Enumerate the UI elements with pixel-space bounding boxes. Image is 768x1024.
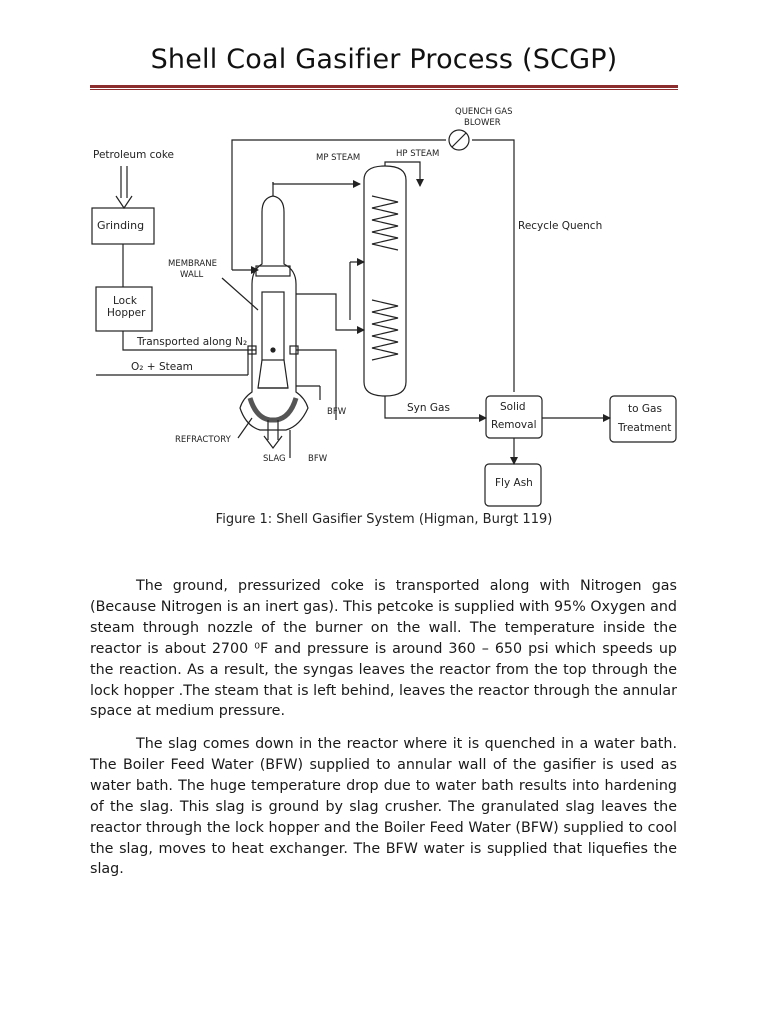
label-petroleum-coke: Petroleum coke bbox=[93, 149, 174, 161]
body-paragraph-2: The slag comes down in the reactor where… bbox=[90, 734, 677, 880]
paragraph-1-text: The ground, pressurized coke is transpor… bbox=[90, 578, 677, 720]
mp-steam-line bbox=[272, 180, 361, 188]
label-refractory: REFRACTORY bbox=[175, 435, 232, 445]
reactor-inner bbox=[261, 291, 285, 361]
paragraph-2-text: The slag comes down in the reactor where… bbox=[90, 736, 677, 878]
label-solid: Solid bbox=[500, 401, 526, 413]
label-mp-steam: MP STEAM bbox=[316, 153, 360, 163]
gas-treatment-box bbox=[609, 395, 677, 443]
label-fly-ash: Fly Ash bbox=[495, 477, 533, 489]
label-recycle-quench: Recycle Quench bbox=[518, 220, 602, 232]
lock-hopper-box bbox=[95, 286, 153, 332]
label-wall: WALL bbox=[180, 270, 203, 280]
label-syn-gas: Syn Gas bbox=[407, 402, 450, 414]
refractory-pointer bbox=[237, 417, 253, 439]
label-hp-steam: HP STEAM bbox=[396, 149, 439, 159]
label-transported: Transported along N₂ bbox=[136, 336, 247, 348]
label-o2-steam: O₂ + Steam bbox=[131, 361, 193, 373]
label-bfw-side: BFW bbox=[327, 407, 347, 417]
body-paragraph-1: The ground, pressurized coke is transpor… bbox=[90, 576, 677, 722]
label-hopper: Hopper bbox=[107, 307, 146, 319]
label-grinding: Grinding bbox=[97, 219, 144, 232]
blower-circle bbox=[448, 129, 470, 151]
transport-line bbox=[122, 331, 256, 351]
coil-upper bbox=[371, 195, 399, 251]
coil-lower bbox=[371, 299, 399, 361]
figure-caption: Figure 1: Shell Gasifier System (Higman,… bbox=[215, 512, 553, 527]
label-blower: BLOWER bbox=[464, 118, 501, 128]
membrane-pointer bbox=[221, 277, 259, 311]
recycle-quench-line bbox=[472, 139, 515, 392]
coke-feed-arrowhead bbox=[115, 195, 133, 210]
label-treatment: Treatment bbox=[617, 422, 671, 434]
title-rule-thin bbox=[90, 89, 678, 90]
gasifier-vessel bbox=[239, 195, 309, 431]
syngas-cooler-tower bbox=[363, 165, 407, 397]
title-rule bbox=[90, 85, 678, 88]
page-title: Shell Coal Gasifier Process (SCGP) bbox=[150, 44, 618, 75]
label-bfw-bottom: BFW bbox=[308, 454, 328, 464]
membrane-ring bbox=[255, 265, 291, 277]
label-membrane: MEMBRANE bbox=[168, 259, 217, 269]
fly-ash-box bbox=[484, 463, 542, 507]
label-slag: SLAG bbox=[263, 454, 286, 464]
quench-loop-line bbox=[231, 139, 446, 270]
syn-gas-line bbox=[384, 396, 487, 422]
label-removal: Removal bbox=[491, 419, 537, 431]
label-to-gas: to Gas bbox=[628, 403, 662, 415]
label-quench-gas: QUENCH GAS bbox=[455, 107, 512, 117]
label-lock: Lock bbox=[113, 295, 138, 307]
